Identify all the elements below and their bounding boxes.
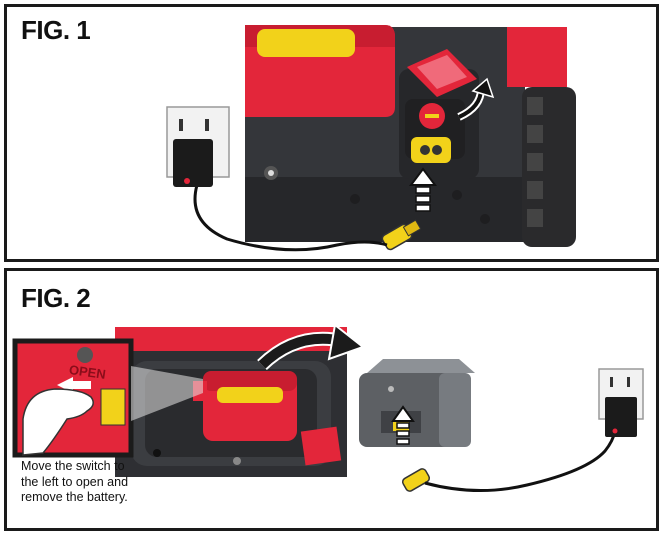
- insert-plug-arrow-2: [391, 405, 415, 445]
- switch-detail-inset: OPEN: [12, 338, 134, 458]
- caption-line-2: the left to open and: [21, 474, 129, 489]
- port-cover: [407, 49, 477, 97]
- wall-charger-2: [605, 397, 637, 437]
- charging-port-panel: [399, 69, 479, 179]
- battery-logo-plate: [257, 29, 355, 57]
- open-label: OPEN: [68, 362, 107, 382]
- instruction-caption: Move the switch to the left to open and …: [21, 459, 143, 506]
- charging-port: [411, 137, 451, 163]
- charger-cable-2: [424, 430, 617, 493]
- tire: [522, 87, 576, 247]
- caption-line-3: remove the battery.: [21, 490, 128, 504]
- figure-1-illustration: [166, 25, 576, 252]
- figure-2-illustration: OPEN: [12, 323, 644, 493]
- insert-plug-arrow: [409, 167, 437, 212]
- wall-charger: [173, 139, 213, 187]
- charger-cable: [193, 184, 388, 252]
- charger-plug-2: [401, 468, 431, 492]
- figure-1-panel: FIG. 1: [4, 4, 659, 262]
- charger-led: [184, 178, 190, 184]
- remove-battery-arrow: [257, 323, 366, 371]
- figure-2-panel: FIG. 2 OPEN: [4, 268, 659, 531]
- caption-line-1: Move the switch to: [21, 459, 125, 473]
- vehicle-fender: [507, 27, 567, 87]
- figure-2-label: FIG. 2: [21, 283, 91, 313]
- removed-battery: [359, 359, 475, 447]
- figure-1-label: FIG. 1: [21, 15, 91, 45]
- battery-top: [245, 25, 395, 117]
- charger-plug: [381, 219, 422, 251]
- battery-in-vehicle: [193, 371, 297, 441]
- hand-icon: [22, 388, 94, 456]
